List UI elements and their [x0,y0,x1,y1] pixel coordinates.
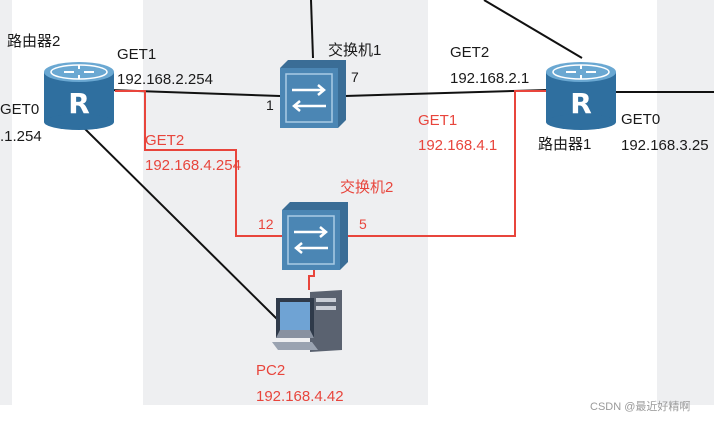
switch2-name: 交换机2 [340,179,394,196]
switch2-port-right: 5 [359,216,367,232]
router2-get0-ip: .1.254 [0,128,42,145]
link-router2-pc2 [79,123,279,321]
router2-get2-label: GET2 [145,132,185,149]
pc2-ip: 192.168.4.42 [256,388,344,405]
router2-get1-ip: 192.168.2.254 [117,71,213,88]
switch1-port-right: 7 [351,69,359,85]
background-band-left [0,0,12,405]
router-icon: R [44,62,114,130]
router1-get1-label: GET1 [418,112,458,129]
pc-icon [272,290,342,352]
switch-icon [280,60,346,128]
router2-get2-ip: 192.168.4.254 [145,157,241,174]
pc2-name: PC2 [256,362,286,379]
router-icon: R [546,62,616,130]
router1-get2-label: GET2 [450,44,490,61]
router1-name: 路由器1 [538,136,592,153]
background-band-right [657,0,714,405]
switch2-port-left: 12 [258,216,274,232]
router2-name: 路由器2 [7,33,61,50]
link-switch1-uplink [310,0,314,59]
link-switch2-pc2 [308,268,315,290]
switch1-name: 交换机1 [328,42,382,59]
link-router1-uplink [483,0,583,59]
watermark: CSDN @最近好精啊 [590,401,691,413]
link-switch2-router1 [347,90,546,237]
router2-get1-label: GET1 [117,46,157,63]
switch-icon [282,202,348,270]
router1-get2-ip: 192.168.2.1 [450,70,530,87]
router1-get1-ip: 192.168.4.1 [418,137,498,154]
router1-get0-label: GET0 [621,111,661,128]
svg-text:R: R [68,87,90,120]
router1-get0-ip: 192.168.3.25 [621,137,709,154]
svg-text:R: R [570,87,592,120]
router2-get0-label: GET0 [0,101,40,118]
switch1-port-left: 1 [266,97,274,113]
link-router2-switch2 [115,90,282,237]
